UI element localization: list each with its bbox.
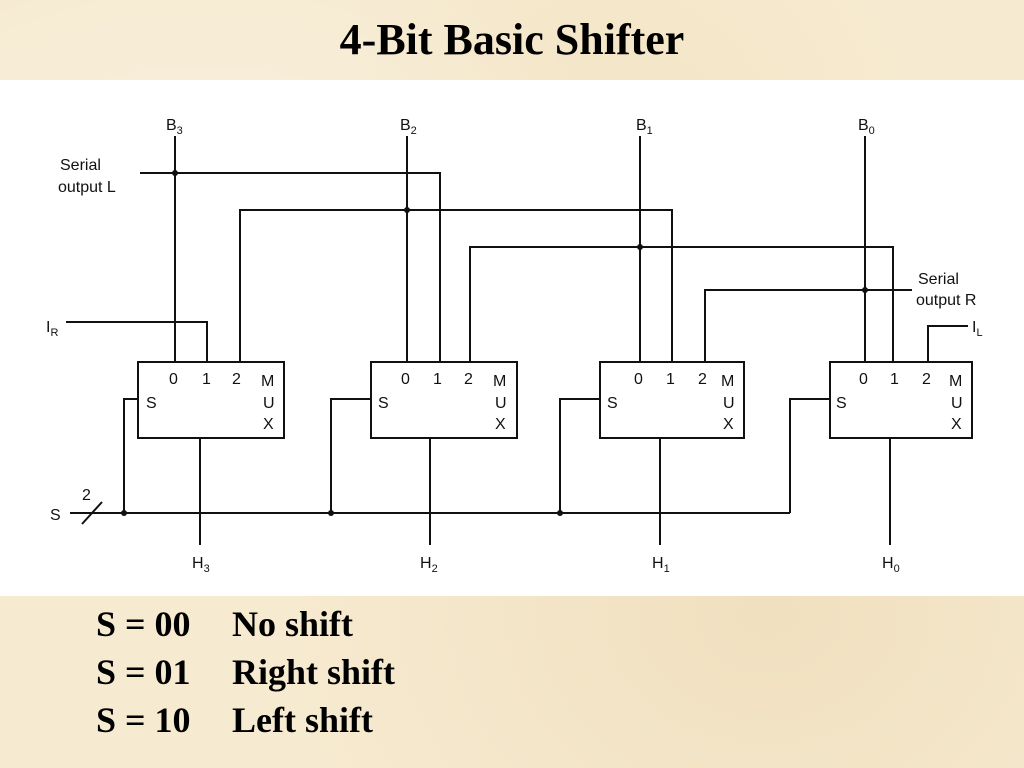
mux-1: S 0 1 2 M U X [599,361,745,439]
wire-sel-mux1 [559,398,600,513]
mux-s-label: S [146,395,157,412]
mux-name-m: M [261,373,274,390]
mux-name-x: X [723,416,734,433]
mux-name-x: X [951,416,962,433]
wires [66,136,968,545]
mux-0: S 0 1 2 M U X [829,361,973,439]
wire-ir [66,321,208,362]
mux-name-u: U [495,395,507,412]
mux-input-0: 0 [169,371,178,388]
input-label-b3: B3 [166,117,183,137]
il-label: IL [972,319,983,339]
wire-b1-shift [469,246,894,362]
mux-input-1: 1 [202,371,211,388]
mux-input-1: 1 [890,371,899,388]
ir-label: IR [46,319,58,339]
legend-code: S = 00 [96,604,191,644]
mux-input-0: 0 [634,371,643,388]
wire-sel-mux3 [123,398,138,513]
mux-input-0: 0 [859,371,868,388]
mux-input-2: 2 [922,371,931,388]
output-label-h3: H3 [192,555,210,575]
legend: S = 00 No shift S = 01 Right shift S = 1… [96,600,395,744]
mux-input-2: 2 [698,371,707,388]
mux-name-u: U [263,395,275,412]
legend-code: S = 10 [96,700,191,740]
legend-desc: Left shift [232,700,373,740]
mux-input-2: 2 [464,371,473,388]
wire-sel-mux0 [789,398,830,513]
slide-title: 4-Bit Basic Shifter [339,15,685,64]
input-label-b1: B1 [636,117,653,137]
mux-input-0: 0 [401,371,410,388]
junction-dot [862,287,868,293]
legend-row: S = 10 Left shift [96,696,395,744]
mux-box [370,361,518,439]
mux-name-u: U [723,395,735,412]
select-width-label: 2 [82,487,91,504]
input-label-b2: B2 [400,117,417,137]
legend-code: S = 01 [96,652,191,692]
output-label-h0: H0 [882,555,900,575]
legend-desc: No shift [232,604,354,644]
wire-serial-out-r [704,289,912,362]
mux-box [599,361,745,439]
output-label-h2: H2 [420,555,438,575]
wire-il [927,325,968,362]
junction-dot [637,244,643,250]
output-label-h1: H1 [652,555,670,575]
junction-dot [557,510,563,516]
mux-s-label: S [607,395,618,412]
legend-row: S = 00 No shift [96,600,395,648]
mux-input-2: 2 [232,371,241,388]
mux-2: S 0 1 2 M U X [370,361,518,439]
input-label-b0: B0 [858,117,875,137]
legend-desc: Right shift [232,652,396,692]
wire-sel-mux2 [330,398,371,513]
junction-dot [404,207,410,213]
junctions [121,170,868,516]
mux-input-1: 1 [433,371,442,388]
shifter-diagram: S 0 1 2 M U X S 0 1 2 M U X S 0 1 2 M U … [0,80,1024,596]
wire-serial-out-l [140,172,441,362]
wire-b2-shift [239,209,673,362]
serial-output-l-line1: Serial [60,157,101,174]
mux-s-label: S [378,395,389,412]
mux-name-x: X [495,416,506,433]
mux-3: S 0 1 2 M U X [137,361,285,439]
junction-dot [328,510,334,516]
mux-box [137,361,285,439]
junction-dot [121,510,127,516]
mux-name-u: U [951,395,963,412]
legend-row: S = 01 Right shift [96,648,395,696]
mux-input-1: 1 [666,371,675,388]
mux-box [829,361,973,439]
mux-name-m: M [721,373,734,390]
serial-output-r-line1: Serial [918,271,959,288]
mux-name-m: M [493,373,506,390]
mux-s-label: S [836,395,847,412]
mux-name-m: M [949,373,962,390]
select-label: S [50,507,61,524]
serial-output-l-line2: output L [58,179,116,196]
junction-dot [172,170,178,176]
bus-slash [81,501,103,525]
serial-output-r-line2: output R [916,292,976,309]
mux-name-x: X [263,416,274,433]
